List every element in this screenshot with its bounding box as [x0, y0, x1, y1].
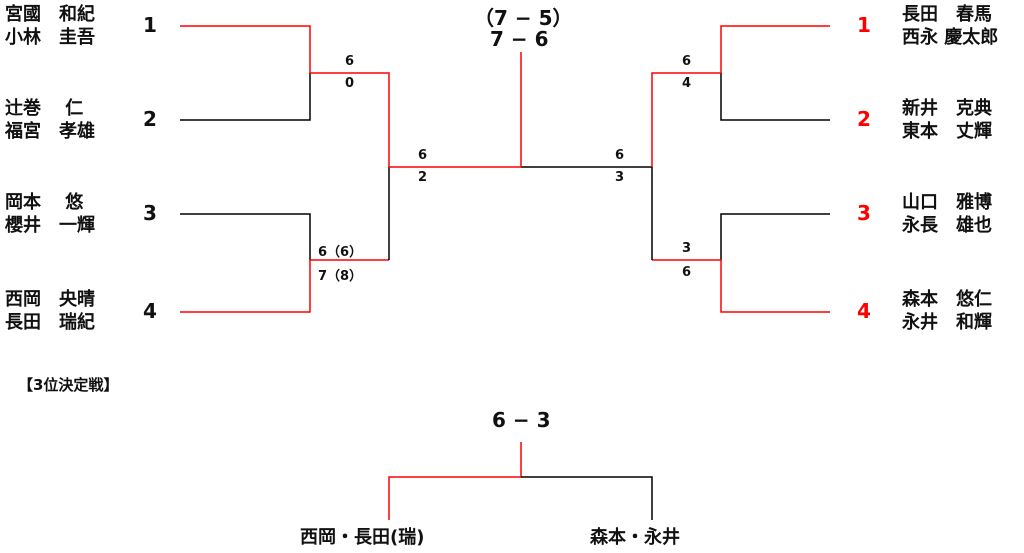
bracket-line	[521, 476, 653, 520]
bracket-line	[180, 25, 311, 73]
final-score-tiebreak: （7 − 5）	[474, 6, 573, 30]
seed-number: 3	[857, 201, 871, 225]
player-name: 森本 悠仁	[902, 289, 992, 310]
bracket-line	[310, 72, 390, 167]
third-place-title: 【3位決定戦】	[18, 376, 119, 394]
score-bottom: 3	[615, 170, 625, 185]
player-name: 東本 丈輝	[902, 121, 992, 142]
player-name: 永長 雄也	[902, 215, 992, 236]
score-top: 6	[418, 148, 428, 163]
player-pair: 新井 克典東本 丈輝	[902, 97, 992, 143]
player-pair: 山口 雅博永長 雄也	[902, 191, 992, 237]
player-name: 宮國 和紀	[5, 4, 95, 25]
bracket-line	[720, 73, 830, 121]
score-top: 6（6）	[318, 245, 363, 260]
score-top: 6	[682, 54, 692, 69]
player-name: 西岡 央晴	[5, 289, 95, 310]
score-bottom: 6	[682, 265, 692, 280]
player-name: 小林 圭吾	[5, 27, 95, 48]
seed-number: 1	[857, 13, 871, 37]
third-place-right-team: 森本・永井	[590, 527, 680, 548]
final-score: 7 − 6	[490, 27, 549, 51]
player-name: 長田 瑞紀	[5, 312, 95, 333]
bracket-line	[720, 25, 830, 73]
bracket-line	[180, 213, 311, 260]
player-name: 新井 克典	[902, 98, 992, 119]
seed-number: 4	[857, 299, 871, 323]
player-pair: 森本 悠仁永井 和輝	[902, 288, 992, 334]
player-name: 福宮 孝雄	[5, 121, 95, 142]
player-name: 西永 慶太郎	[902, 27, 999, 48]
seed-number: 2	[143, 107, 157, 131]
player-name: 長田 春馬	[902, 4, 992, 25]
player-pair: 岡本 悠櫻井 一輝	[5, 191, 95, 237]
player-name: 櫻井 一輝	[5, 215, 95, 236]
seed-number: 3	[143, 201, 157, 225]
seed-number: 1	[143, 13, 157, 37]
player-name: 山口 雅博	[902, 192, 992, 213]
seed-number: 4	[143, 299, 157, 323]
player-name: 辻巻 仁	[5, 98, 84, 119]
score-bottom: 0	[345, 76, 355, 91]
player-name: 永井 和輝	[902, 312, 992, 333]
seed-number: 2	[857, 107, 871, 131]
player-pair: 辻巻 仁福宮 孝雄	[5, 97, 95, 143]
score-top: 3	[682, 241, 692, 256]
score-top: 6	[345, 54, 355, 69]
player-pair: 宮國 和紀小林 圭吾	[5, 3, 95, 49]
score-top: 6	[615, 148, 625, 163]
bracket-line	[720, 260, 830, 313]
bracket-line	[180, 260, 311, 313]
bracket-line	[180, 73, 311, 121]
score-bottom: 7（8）	[318, 269, 363, 284]
player-pair: 西岡 央晴長田 瑞紀	[5, 288, 95, 334]
third-place-left-team: 西岡・長田(瑞)	[300, 527, 425, 548]
player-name: 岡本 悠	[5, 192, 84, 213]
bracket-line	[388, 442, 522, 520]
score-bottom: 2	[418, 170, 428, 185]
score-bottom: 4	[682, 76, 692, 91]
bracket-line	[651, 72, 721, 167]
bracket-line	[720, 213, 830, 260]
third-place-score: 6 − 3	[492, 408, 551, 432]
player-pair: 長田 春馬西永 慶太郎	[902, 3, 998, 49]
